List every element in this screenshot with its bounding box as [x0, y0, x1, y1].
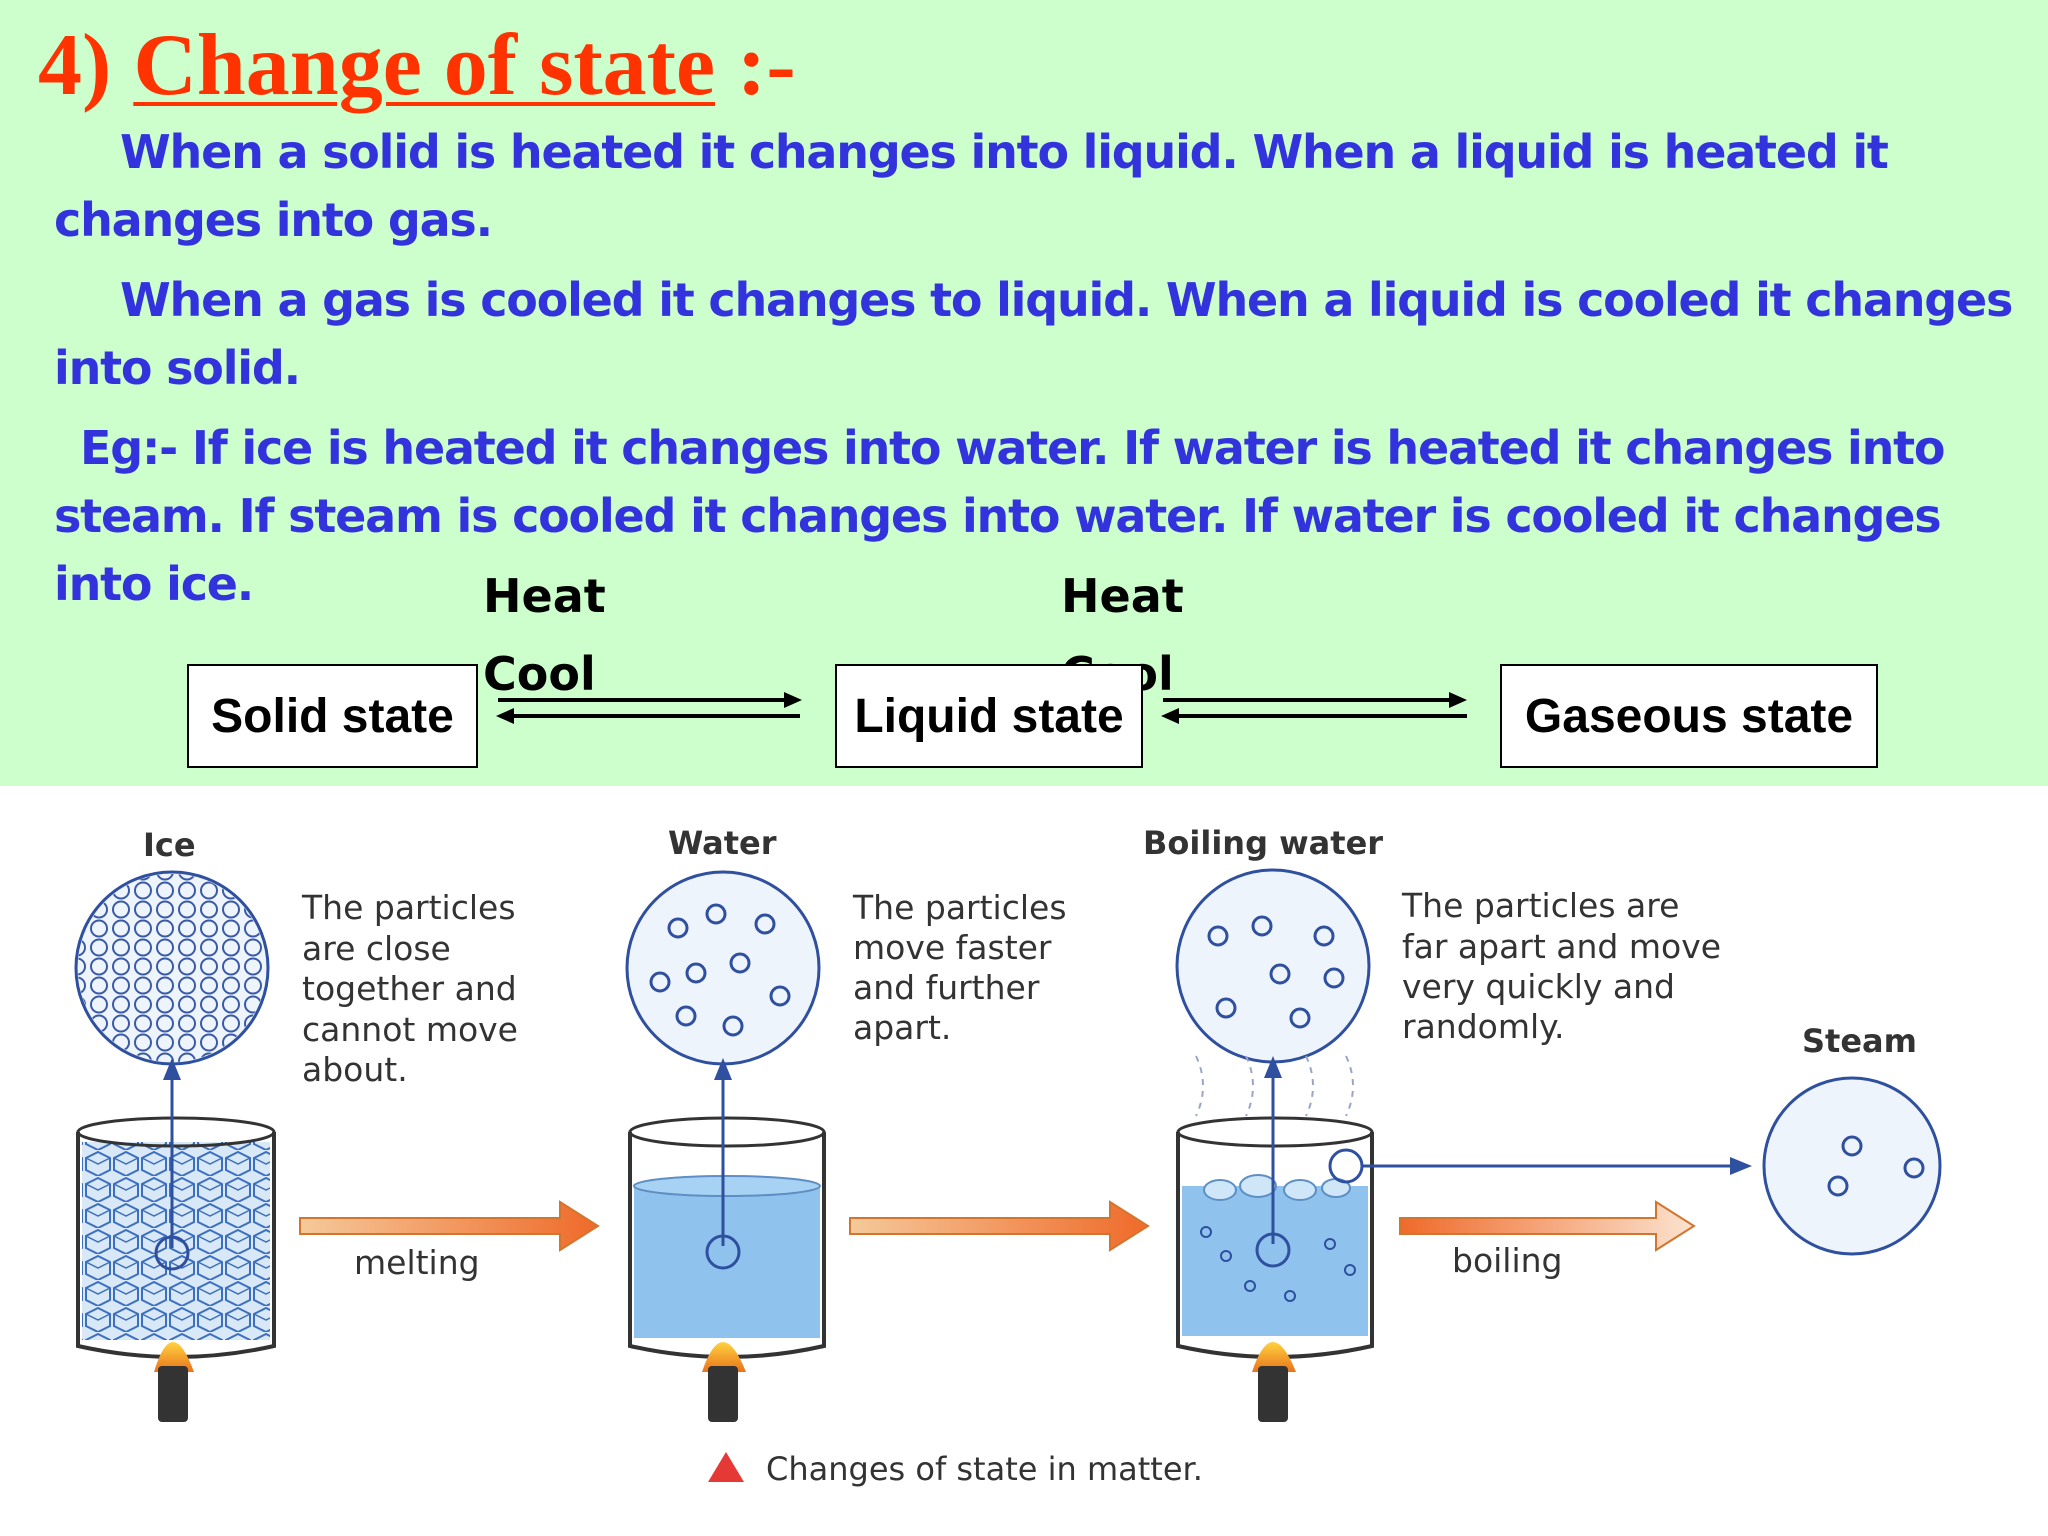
svg-text:very quickly and: very quickly and — [1402, 967, 1675, 1006]
svg-text:apart.: apart. — [853, 1008, 951, 1047]
svg-text:The particles are: The particles are — [1401, 886, 1679, 925]
boiling-water-label: Boiling water — [1143, 824, 1383, 862]
ice-description: The particles are close together and can… — [301, 888, 518, 1089]
svg-text:and further: and further — [853, 968, 1040, 1007]
green-text-panel — [0, 0, 2048, 786]
melting-label: melting — [354, 1243, 480, 1282]
svg-text:move faster: move faster — [853, 928, 1052, 967]
water-beaker — [625, 870, 826, 1422]
svg-text:randomly.: randomly. — [1402, 1007, 1564, 1046]
cool-label-1: Cool — [483, 647, 596, 701]
caption-marker-icon — [708, 1452, 744, 1482]
liquid-state-box: Liquid state — [835, 664, 1143, 768]
slide-title: 4) Change of state :- — [38, 17, 796, 115]
svg-text:cannot move: cannot move — [302, 1010, 518, 1049]
water-particle-circle — [625, 870, 821, 1066]
ice-label: Ice — [143, 826, 196, 864]
state-transition-arrows — [496, 692, 1467, 724]
water-description: The particles move faster and further ap… — [852, 888, 1067, 1047]
boiling-particle-circle — [1175, 868, 1371, 1064]
steam-particle-circle — [1762, 1076, 1942, 1256]
boiling-water-beaker — [1175, 868, 1752, 1422]
change-of-state-diagram: Ice Water Boiling water Steam The partic… — [74, 824, 1942, 1488]
paragraph-cooling: When a gas is cooled it changes to liqui… — [54, 273, 2013, 395]
svg-text:The particles: The particles — [852, 888, 1067, 927]
ice-beaker — [74, 870, 276, 1422]
heating-arrow — [849, 1200, 1150, 1252]
title-suffix: :- — [737, 17, 796, 114]
svg-text:far apart and move: far apart and move — [1402, 927, 1721, 966]
steam-label: Steam — [1802, 1022, 1917, 1060]
svg-text:are close: are close — [302, 929, 451, 968]
boiling-arrow — [1399, 1200, 1696, 1252]
diagram-caption: Changes of state in matter. — [766, 1450, 1203, 1488]
melting-arrow — [299, 1200, 600, 1252]
paragraph-heating: When a solid is heated it changes into l… — [54, 125, 1889, 247]
boiling-description: The particles are far apart and move ver… — [1401, 886, 1721, 1046]
svg-text:about.: about. — [302, 1050, 408, 1089]
title-number: 4) — [38, 17, 112, 114]
svg-text:The particles: The particles — [301, 888, 516, 927]
heat-label-1: Heat — [483, 569, 606, 623]
paragraph-example: Eg:- If ice is heated it changes into wa… — [54, 421, 1946, 611]
boiling-label: boiling — [1452, 1241, 1563, 1280]
solid-state-box: Solid state — [187, 664, 478, 768]
water-label: Water — [668, 824, 777, 862]
svg-text:together and: together and — [302, 969, 517, 1008]
heat-label-2: Heat — [1061, 569, 1184, 623]
title-text: Change of state — [133, 17, 716, 114]
gaseous-state-box: Gaseous state — [1500, 664, 1878, 768]
